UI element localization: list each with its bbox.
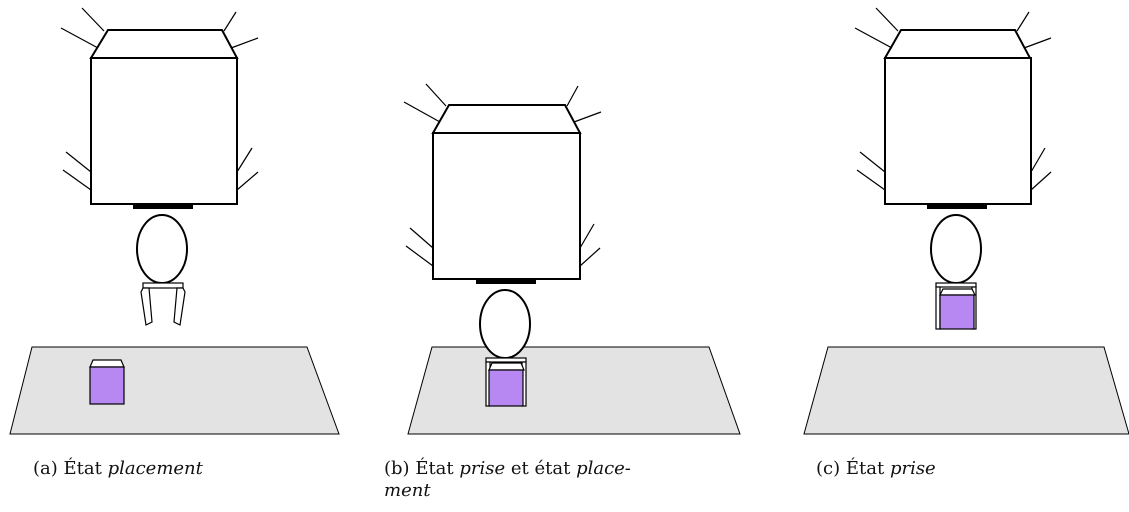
panel-b bbox=[403, 83, 741, 435]
robot-body-c bbox=[883, 29, 1032, 205]
robot-legs-a bbox=[60, 7, 259, 191]
caption-b-italic-3: ment bbox=[384, 480, 431, 501]
caption-c: (c) État prise bbox=[816, 458, 936, 480]
caption-a-label: (a) bbox=[33, 458, 58, 479]
caption-b-text-2: et état bbox=[505, 458, 577, 479]
gripper-wrist-c bbox=[930, 214, 982, 284]
caption-a-italic: placement bbox=[107, 458, 203, 479]
robot-b bbox=[403, 83, 602, 407]
cube-b bbox=[488, 362, 525, 407]
caption-b: (b) État prise et état place- ment bbox=[384, 458, 724, 502]
gripper-fingers-a bbox=[140, 282, 186, 326]
mount-plate-a bbox=[133, 204, 193, 209]
caption-c-label: (c) bbox=[816, 458, 841, 479]
gripper-wrist-b bbox=[479, 289, 531, 359]
robot-body-a bbox=[89, 29, 239, 205]
gripper-wrist-a bbox=[136, 214, 188, 284]
caption-c-text: État bbox=[845, 458, 890, 479]
panel-c bbox=[803, 7, 1129, 435]
caption-b-text: État bbox=[415, 458, 460, 479]
caption-b-label: (b) bbox=[384, 458, 410, 479]
caption-a-text: État bbox=[63, 458, 108, 479]
table-b bbox=[407, 346, 741, 435]
robot-legs-c bbox=[854, 7, 1052, 191]
robot-body-b bbox=[431, 104, 582, 280]
table-c bbox=[803, 346, 1129, 435]
cube-a bbox=[89, 359, 125, 405]
caption-a: (a) État placement bbox=[33, 458, 203, 480]
cube-c bbox=[939, 288, 976, 330]
mount-plate-c bbox=[927, 204, 987, 209]
caption-b-italic-2: place- bbox=[576, 458, 631, 479]
robot-legs-b bbox=[403, 83, 602, 267]
robot-a bbox=[60, 7, 259, 326]
caption-c-italic: prise bbox=[889, 458, 936, 479]
robot-c bbox=[854, 7, 1052, 330]
table-a bbox=[9, 346, 340, 435]
caption-b-italic-1: prise bbox=[459, 458, 506, 479]
mount-plate-b bbox=[476, 279, 536, 284]
panel-a bbox=[9, 7, 340, 435]
